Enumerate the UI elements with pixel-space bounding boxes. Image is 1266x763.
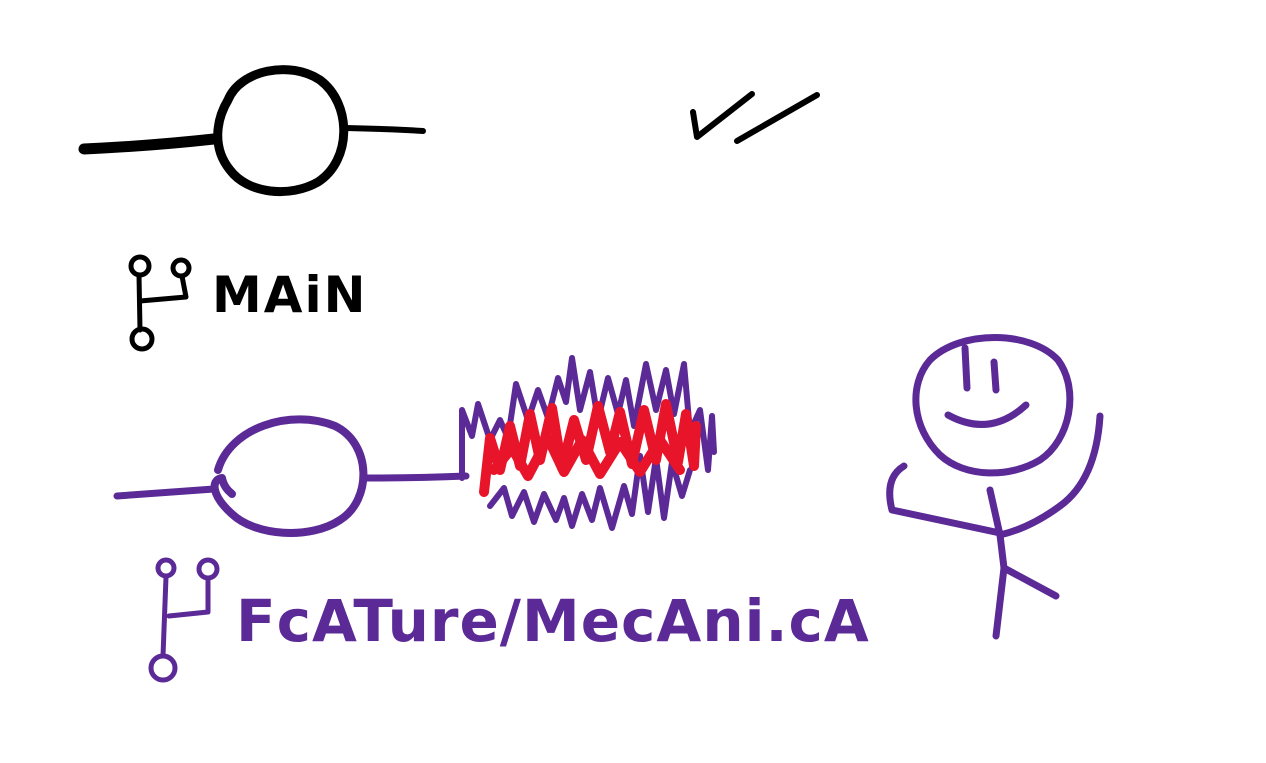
- feature-branch-line: [113, 415, 470, 537]
- figure-eye: [990, 358, 1000, 394]
- double-check-icon: [690, 91, 820, 144]
- figure-leg: [1000, 564, 1060, 600]
- figure-smile: [944, 401, 1030, 428]
- main-branch-line: [78, 65, 426, 197]
- git-branch-icon: [148, 557, 220, 683]
- feature-line-left: [113, 485, 218, 500]
- figure-left-arm: [886, 462, 1004, 537]
- figure-head: [912, 334, 1074, 477]
- feature-line-middle: [363, 472, 470, 482]
- feature-commit-circle: [210, 415, 368, 537]
- stick-figure-icon: [886, 334, 1104, 640]
- git-branch-icon: [128, 254, 192, 352]
- main-line-left: [78, 133, 220, 155]
- red-scribble-overlay: [479, 399, 701, 497]
- branch-label-main: MAiN: [212, 266, 368, 324]
- main-line-right: [343, 125, 426, 134]
- figure-eye: [961, 344, 971, 392]
- figure-right-arm: [996, 412, 1104, 539]
- figure-body: [986, 486, 1008, 640]
- main-commit-circle: [213, 65, 349, 197]
- scribbled-commit: [459, 355, 717, 531]
- branch-label-feature: FcATure/MecAni.cA: [236, 587, 870, 655]
